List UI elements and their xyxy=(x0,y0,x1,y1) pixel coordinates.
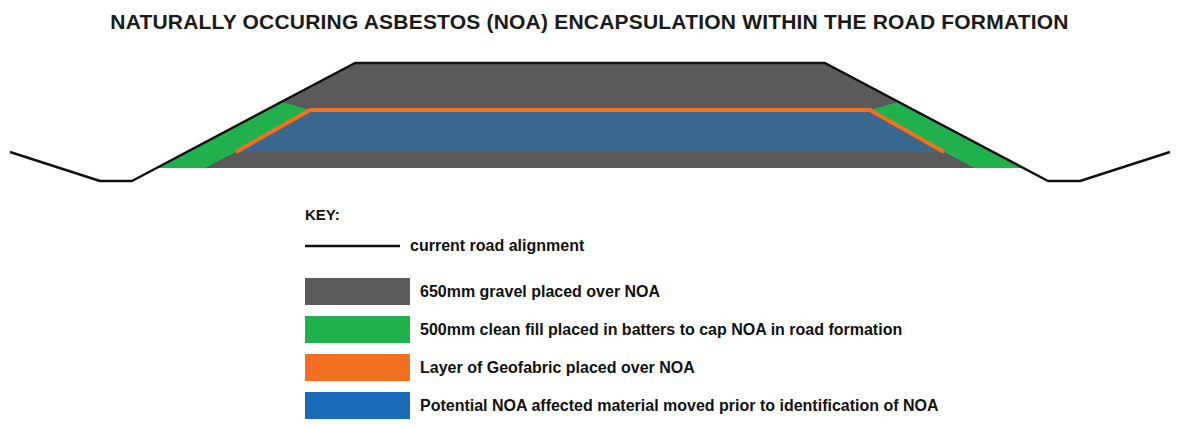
noa-material xyxy=(240,112,940,152)
gravel-layer xyxy=(157,63,1023,168)
legend-swatch xyxy=(305,278,410,305)
geofabric-layer xyxy=(236,110,944,152)
legend-swatch xyxy=(305,392,410,419)
diagram-title: NATURALLY OCCURING ASBESTOS (NOA) ENCAPS… xyxy=(110,10,1068,34)
legend-line xyxy=(305,245,400,248)
legend-text: Potential NOA affected material moved pr… xyxy=(420,397,939,415)
legend-swatch xyxy=(305,354,410,381)
legend-line-sample xyxy=(305,241,400,251)
road-alignment-line xyxy=(10,63,1170,181)
legend-text: Layer of Geofabric placed over NOA xyxy=(420,359,695,377)
legend-text: 650mm gravel placed over NOA xyxy=(420,283,660,301)
legend-heading: KEY: xyxy=(305,206,340,223)
legend-text: 500mm clean fill placed in batters to ca… xyxy=(420,321,902,339)
legend-text: current road alignment xyxy=(410,237,584,255)
legend-swatch xyxy=(305,316,410,343)
